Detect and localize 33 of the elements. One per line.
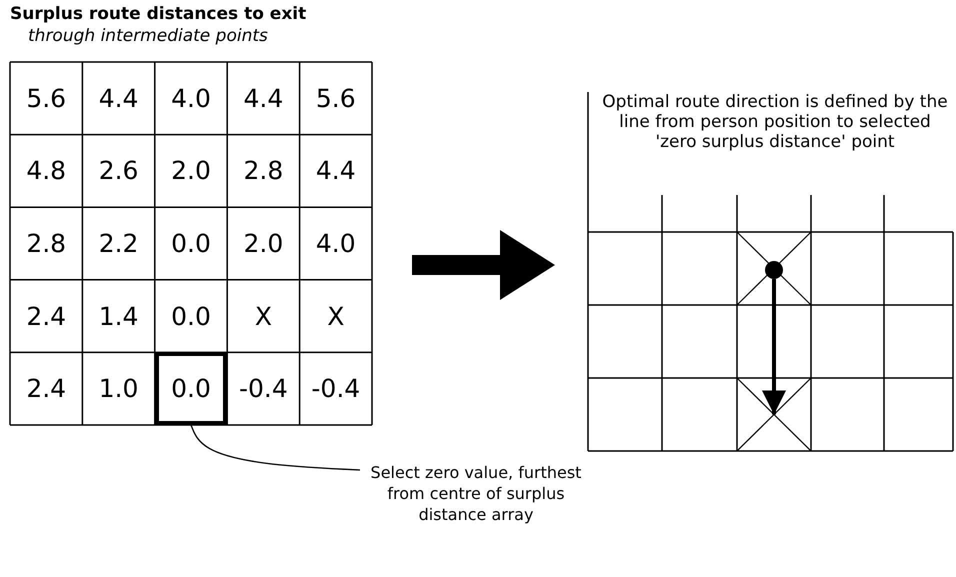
- table-cell-value: 4.4: [314, 155, 357, 188]
- table-cell-value: 2.8: [242, 155, 284, 188]
- table-cell-value: 2.8: [25, 228, 68, 260]
- table-cell-value: 0.0: [170, 300, 212, 333]
- table-cell-value: 2.0: [242, 228, 284, 260]
- table-cell-value: 2.4: [25, 300, 68, 333]
- table-cell-value: X: [326, 300, 346, 333]
- subtitle: through intermediate points: [28, 26, 268, 46]
- table-cell-value: 1.0: [98, 373, 140, 406]
- table-cell-value: 4.0: [314, 228, 357, 260]
- table-cell-value: 2.2: [98, 228, 140, 260]
- table-cell-value: 2.6: [98, 155, 140, 188]
- table-cell-value: 0.0: [170, 228, 212, 260]
- table-cell-value: 4.8: [25, 155, 68, 188]
- table-cell-value: -0.4: [238, 373, 289, 406]
- position-dot: [765, 261, 783, 279]
- leader-line: [190, 424, 360, 471]
- title: Surplus route distances to exit: [10, 4, 306, 24]
- table-cell-value: 4.4: [242, 82, 284, 115]
- table-cell-value: 2.4: [25, 373, 68, 406]
- table-cell-value: 4.4: [98, 82, 140, 115]
- table-cell-value: 1.4: [98, 300, 140, 333]
- callout-text: Select zero value, furthest from centre of surplus distance array: [360, 462, 592, 550]
- annotation-text: Optimal route direction is defined by the line from person position to selected 'zero surplus distance' point: [601, 92, 949, 152]
- table-cell-value: 5.6: [314, 82, 357, 115]
- table-cell-value: -0.4: [310, 373, 362, 406]
- arrow: [762, 279, 786, 414]
- table-cell-value: X: [254, 300, 273, 333]
- crossed-cell: [737, 378, 811, 451]
- table-cell-value: 4.0: [170, 82, 212, 115]
- table-cell-value: 5.6: [25, 82, 68, 115]
- table-cell-value: 2.0: [170, 155, 212, 188]
- highlighted-cell: 0.0: [154, 352, 228, 425]
